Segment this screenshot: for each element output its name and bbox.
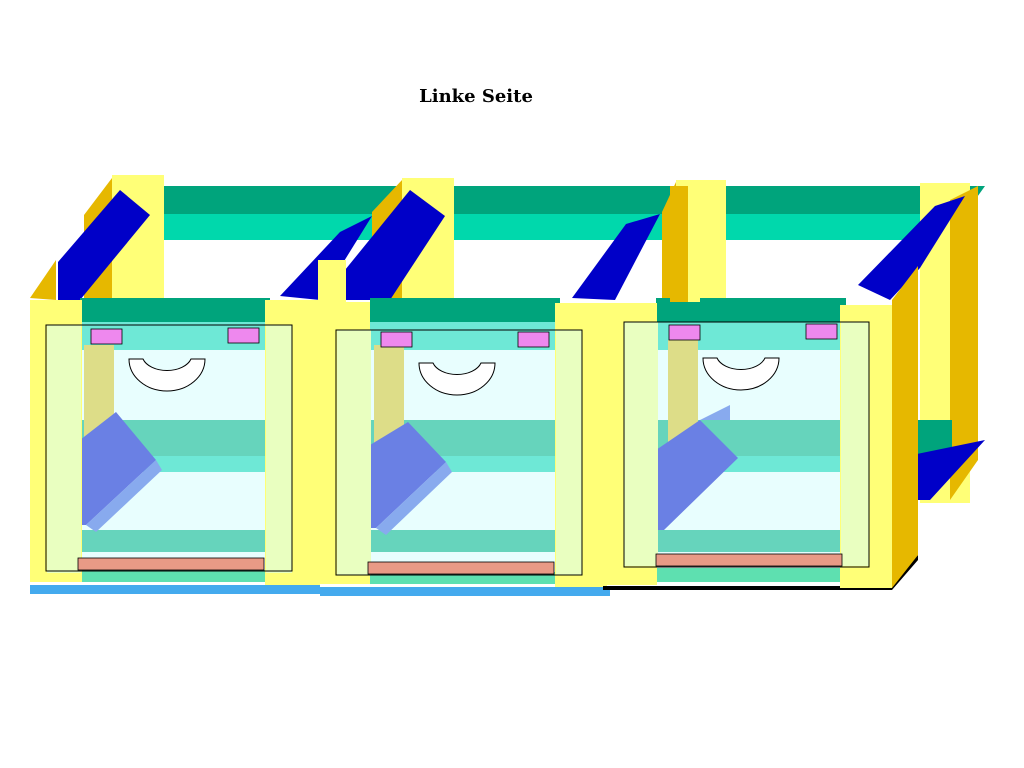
label-tag — [517, 331, 550, 348]
shelf-bottom — [656, 568, 846, 582]
back-lower-beam-blue — [912, 440, 985, 500]
brace-blue — [858, 196, 965, 300]
seam-post — [318, 260, 346, 302]
front-panel-left-inner — [47, 325, 81, 573]
bottom-bar — [367, 561, 555, 575]
bottom-bar — [655, 553, 843, 567]
label-tag — [227, 327, 260, 344]
inner-blue-panel — [80, 412, 156, 525]
handle-icon — [702, 357, 780, 391]
front-panel-left-inner — [337, 330, 371, 575]
front-panel-left-side — [30, 260, 56, 300]
handle-icon — [128, 358, 206, 392]
inner-blue-panel — [370, 422, 446, 528]
cabinet-right — [603, 266, 918, 590]
label-tag — [805, 323, 838, 340]
page-title: Linke Seite — [419, 86, 533, 107]
front-panel-right-side — [892, 266, 918, 588]
front-panel-right-inner — [556, 330, 582, 575]
cabinet-floor-shadow — [30, 585, 320, 594]
front-panel-left-inner — [624, 322, 658, 566]
label-tag — [90, 328, 123, 345]
brace-blue — [280, 216, 372, 300]
cabinet-left — [30, 260, 320, 594]
back-lower-beam — [915, 420, 952, 455]
door-outline — [45, 324, 293, 572]
label-tag — [668, 324, 701, 341]
inner-blue-panel — [656, 420, 738, 530]
shelf-bottom — [80, 570, 270, 582]
cabinet-top-green — [80, 298, 270, 322]
inner-blue-panel-edge — [700, 405, 730, 420]
label-tag — [380, 331, 413, 348]
diagonal-braces — [58, 190, 965, 300]
door-outline — [623, 321, 870, 568]
back-top-beam — [110, 186, 985, 214]
handle-icon — [418, 362, 496, 396]
cabinet-floor-shadow — [320, 587, 610, 596]
bottom-bar — [77, 557, 265, 571]
shelf-lower — [656, 530, 846, 552]
brace-blue — [58, 190, 150, 300]
brace-blue — [345, 190, 445, 300]
back-post-side — [950, 186, 978, 500]
back-top-beam-lower — [125, 214, 940, 240]
seam-post-light — [688, 186, 700, 302]
cabinet-middle — [318, 265, 610, 596]
door-outline — [335, 329, 583, 576]
shelf-lower — [370, 530, 560, 552]
inner-blue-panel-edge — [376, 462, 452, 535]
cabinet-top-green — [370, 298, 560, 322]
brace-blue — [572, 214, 660, 300]
shelf-lower — [80, 530, 270, 552]
front-panel-right-inner — [266, 325, 292, 573]
front-panel-right-inner — [841, 322, 869, 566]
inner-blue-panel-edge — [86, 460, 162, 532]
